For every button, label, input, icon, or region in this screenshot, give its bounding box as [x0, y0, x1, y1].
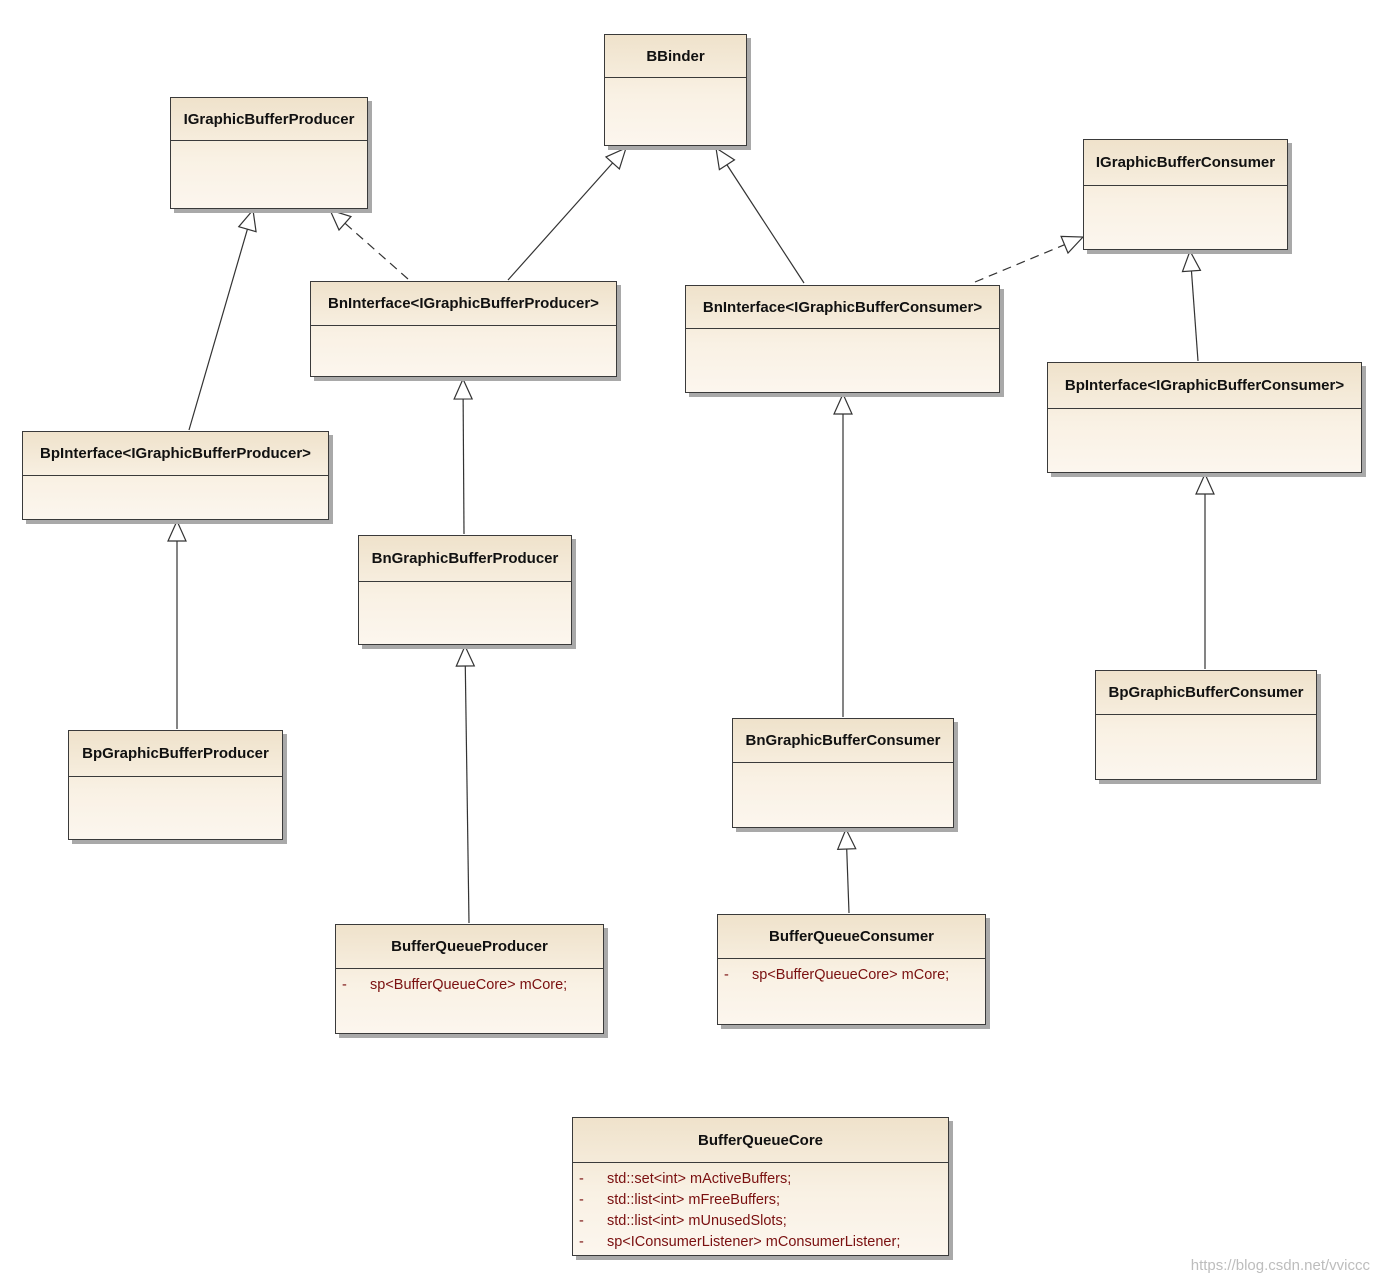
class-bp-graphic-buffer-consumer[interactable]: BpGraphicBufferConsumer — [1095, 670, 1317, 780]
attribute-list: -std::set<int> mActiveBuffers; -std::lis… — [573, 1163, 948, 1253]
class-name: BnInterface<IGraphicBufferConsumer> — [686, 286, 999, 329]
hollow-triangle-arrowhead — [1195, 472, 1215, 495]
class-name: BpInterface<IGraphicBufferConsumer> — [1048, 363, 1361, 409]
attribute-text: sp<BufferQueueCore> mCore; — [752, 967, 950, 983]
hollow-triangle-arrowhead — [833, 392, 853, 415]
attribute-text: sp<IConsumerListener> mConsumerListener; — [607, 1234, 901, 1250]
visibility-marker: - — [724, 967, 729, 983]
attribute-text: std::set<int> mActiveBuffers; — [607, 1171, 792, 1187]
attribute-list: - sp<BufferQueueCore> mCore; — [336, 969, 603, 996]
attribute-row: - std::list<int> mFreeBuffers; — [579, 1190, 948, 1211]
attribute-row: - std::list<int> mUnusedSlots; — [579, 1211, 948, 1232]
hollow-triangle-arrowhead — [237, 208, 257, 233]
attribute-row: - std::set<int> mActiveBuffers; — [579, 1169, 948, 1190]
class-buffer-queue-core[interactable]: BufferQueueCore - std::set<int> mActiveBu… — [572, 1117, 949, 1256]
attribute-row: - sp<BufferQueueCore> mCore; — [724, 965, 985, 986]
watermark: https://blog.csdn.net/vviccc — [1190, 1257, 1370, 1274]
realization-line — [974, 244, 1065, 283]
attribute-text: std::list<int> mUnusedSlots; — [607, 1213, 787, 1229]
class-name: BpGraphicBufferConsumer — [1096, 671, 1316, 715]
class-name: BnInterface<IGraphicBufferProducer> — [311, 282, 616, 326]
class-bp-interface-producer[interactable]: BpInterface<IGraphicBufferProducer> — [22, 431, 329, 520]
attribute-row: - sp<IConsumerListener> mConsumerListener… — [579, 1232, 948, 1253]
visibility-marker: - — [579, 1171, 584, 1187]
hollow-triangle-arrowhead — [455, 644, 476, 667]
class-buffer-queue-producer[interactable]: BufferQueueProducer - sp<BufferQueueCore>… — [335, 924, 604, 1034]
class-igraphic-buffer-consumer[interactable]: IGraphicBufferConsumer — [1083, 139, 1288, 250]
class-name: BnGraphicBufferConsumer — [733, 719, 953, 763]
class-buffer-queue-consumer[interactable]: BufferQueueConsumer - sp<BufferQueueCore>… — [717, 914, 986, 1025]
generalization-line — [464, 665, 470, 924]
class-bn-interface-consumer[interactable]: BnInterface<IGraphicBufferConsumer> — [685, 285, 1000, 393]
visibility-marker: - — [342, 977, 347, 993]
class-bp-graphic-buffer-producer[interactable]: BpGraphicBufferProducer — [68, 730, 283, 840]
generalization-line — [726, 164, 805, 284]
attribute-text: sp<BufferQueueCore> mCore; — [370, 977, 568, 993]
attribute-list: - sp<BufferQueueCore> mCore; — [718, 959, 985, 986]
attribute-row: - sp<BufferQueueCore> mCore; — [342, 975, 603, 996]
generalization-line — [462, 398, 465, 535]
class-bn-graphic-buffer-consumer[interactable]: BnGraphicBufferConsumer — [732, 718, 954, 828]
visibility-marker: - — [579, 1213, 584, 1229]
hollow-triangle-arrowhead — [1060, 235, 1085, 255]
hollow-triangle-arrowhead — [328, 209, 353, 232]
hollow-triangle-arrowhead — [715, 146, 736, 171]
class-name: BufferQueueProducer — [336, 925, 603, 969]
class-igraphic-buffer-producer[interactable]: IGraphicBufferProducer — [170, 97, 368, 209]
realization-line — [344, 222, 409, 280]
attribute-text: std::list<int> mFreeBuffers; — [607, 1192, 780, 1208]
visibility-marker: - — [579, 1192, 584, 1208]
generalization-line — [1190, 270, 1199, 362]
class-name: BufferQueueConsumer — [718, 915, 985, 959]
class-name: BnGraphicBufferProducer — [359, 536, 571, 582]
class-name: BufferQueueCore — [573, 1118, 948, 1163]
hollow-triangle-arrowhead — [836, 827, 857, 850]
class-name: BBinder — [605, 35, 746, 78]
class-bp-interface-consumer[interactable]: BpInterface<IGraphicBufferConsumer> — [1047, 362, 1362, 473]
hollow-triangle-arrowhead — [453, 377, 474, 400]
class-name: IGraphicBufferConsumer — [1084, 140, 1287, 186]
class-name: BpGraphicBufferProducer — [69, 731, 282, 777]
class-bn-interface-producer[interactable]: BnInterface<IGraphicBufferProducer> — [310, 281, 617, 377]
class-bn-graphic-buffer-producer[interactable]: BnGraphicBufferProducer — [358, 535, 572, 645]
class-name: IGraphicBufferProducer — [171, 98, 367, 141]
hollow-triangle-arrowhead — [1181, 249, 1202, 273]
class-bbinder[interactable]: BBinder — [604, 34, 747, 146]
hollow-triangle-arrowhead — [167, 519, 187, 542]
hollow-triangle-arrowhead — [604, 146, 627, 170]
generalization-line — [846, 848, 850, 914]
visibility-marker: - — [579, 1234, 584, 1250]
class-name: BpInterface<IGraphicBufferProducer> — [23, 432, 328, 476]
generalization-line — [188, 229, 248, 431]
generalization-line — [507, 162, 614, 281]
